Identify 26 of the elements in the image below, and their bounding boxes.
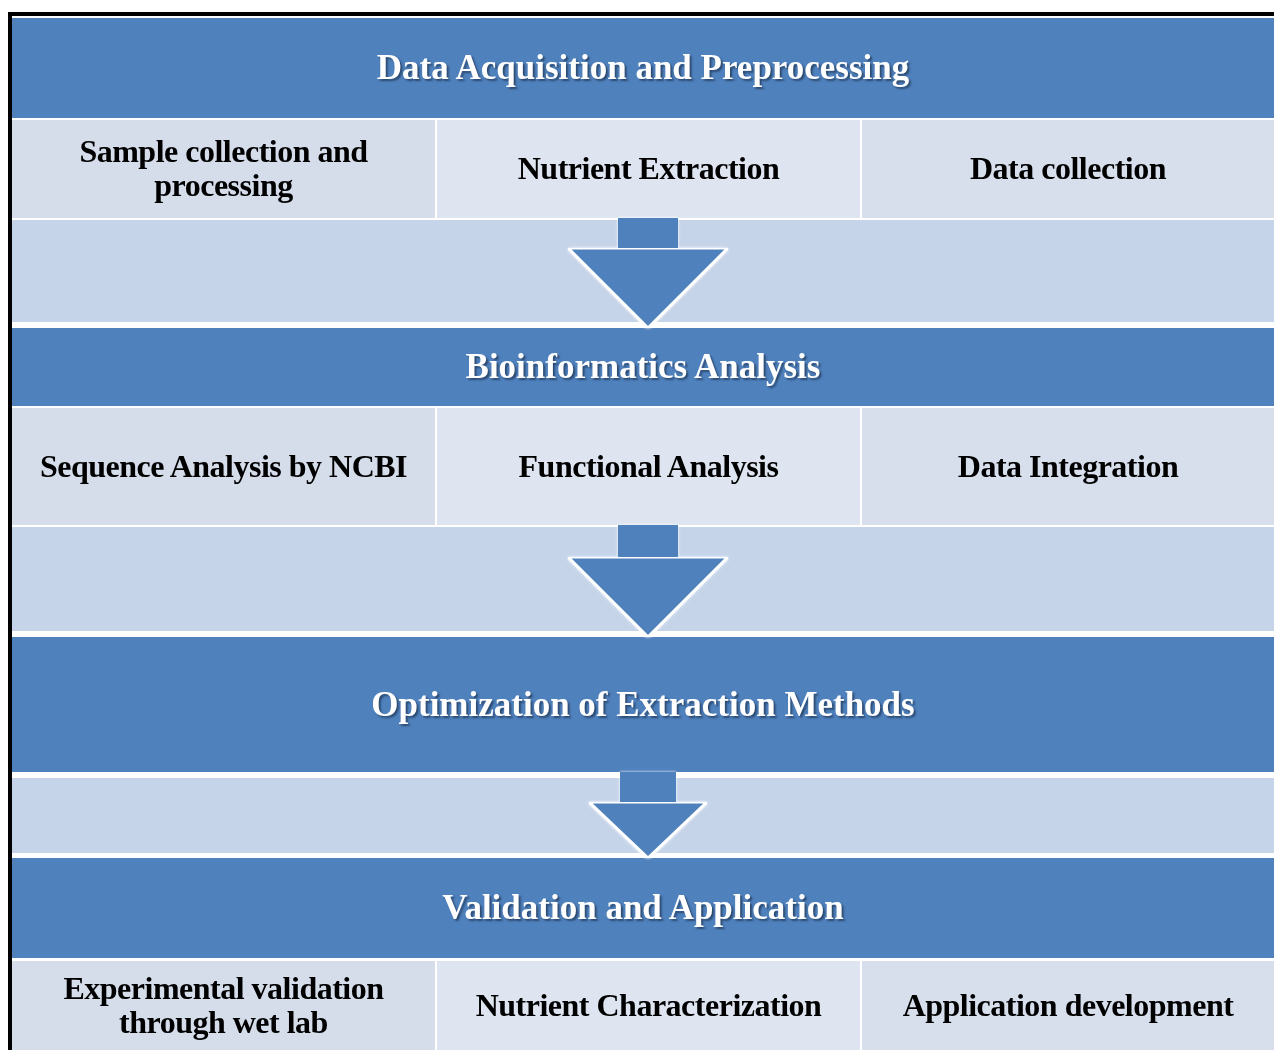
step-cell — [12, 120, 435, 218]
stage-title: Data Acquisition and Preprocessing — [376, 48, 910, 88]
step-label: Nutrient Extraction — [517, 152, 780, 186]
step-label: Experimental validation through wet lab — [62, 971, 385, 1040]
stage-title: Validation and Application — [442, 888, 844, 928]
stage-title: Bioinformatics Analysis — [465, 347, 821, 387]
stage-title: Optimization of Extraction Methods — [371, 684, 915, 725]
step-cell — [12, 961, 435, 1050]
step-cell — [862, 408, 1274, 525]
step-label: Sequence Analysis by NCBI — [39, 449, 408, 484]
step-label: Data Integration — [957, 449, 1179, 484]
step-label: Nutrient Characterization — [475, 988, 822, 1023]
step-cell — [437, 408, 860, 525]
step-cell — [862, 961, 1274, 1050]
stage-header-band — [12, 328, 1274, 406]
stage-header-band — [12, 18, 1274, 118]
step-cell — [862, 120, 1274, 218]
step-cell — [437, 120, 860, 218]
step-label: Application development — [902, 988, 1234, 1023]
step-label: Sample collection and processing — [78, 135, 369, 203]
stage-header-band — [12, 858, 1274, 958]
step-cell — [437, 961, 860, 1050]
step-cell — [12, 408, 435, 525]
stage-header-band — [12, 637, 1274, 772]
step-label: Data collection — [970, 152, 1166, 186]
step-label: Functional Analysis — [518, 449, 779, 484]
